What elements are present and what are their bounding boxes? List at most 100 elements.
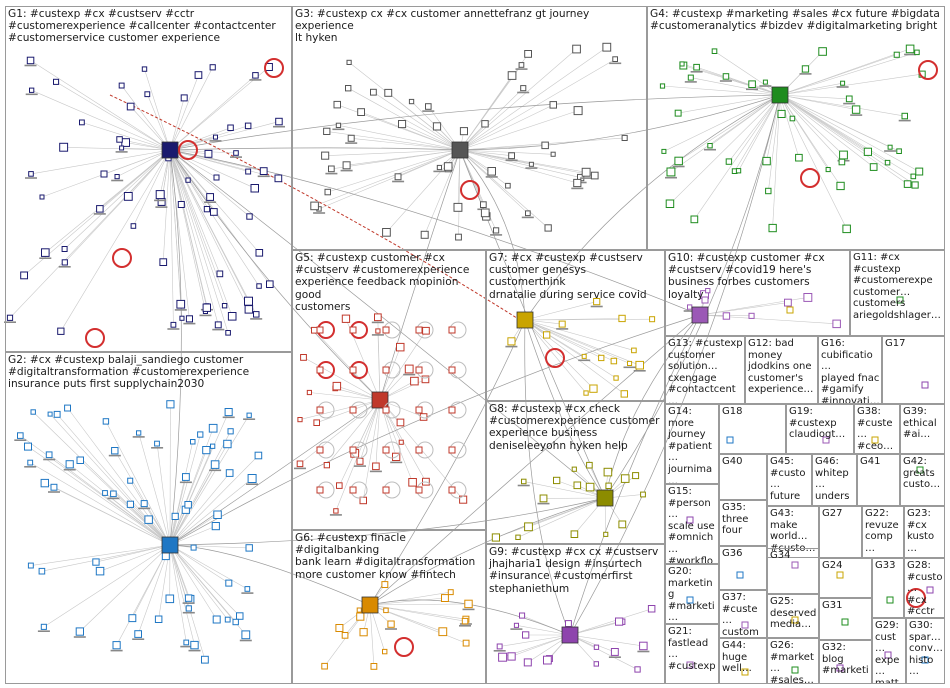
- node: [910, 173, 917, 180]
- node: [26, 56, 35, 65]
- edge: [369, 603, 469, 606]
- edge: [351, 138, 461, 151]
- node-caption: [369, 470, 382, 473]
- node: [573, 481, 582, 490]
- edge: [169, 121, 280, 151]
- edge: [779, 94, 857, 110]
- edge: [169, 149, 249, 302]
- node: [225, 469, 234, 477]
- edge: [459, 46, 607, 151]
- edge: [459, 149, 578, 184]
- node: [236, 612, 244, 620]
- node: [508, 152, 516, 160]
- node: [79, 119, 85, 126]
- node: [825, 167, 831, 173]
- node: [448, 326, 456, 334]
- node: [661, 148, 667, 154]
- edge: [169, 149, 250, 310]
- edge: [55, 81, 171, 151]
- group-label-g44: G44: huge well…: [722, 640, 752, 675]
- node: [349, 406, 357, 414]
- group-label-g14: G14: more journey #patient… journima…: [668, 406, 713, 484]
- node-caption: [517, 91, 530, 94]
- group-label-g17: G17: [885, 338, 906, 349]
- node: [686, 516, 694, 524]
- edge: [116, 544, 171, 646]
- edge: [495, 497, 606, 538]
- edge: [379, 330, 427, 401]
- group-g45: G45: #custo… future…: [767, 454, 812, 506]
- node: [840, 80, 846, 86]
- node: [210, 443, 216, 449]
- node: [539, 494, 548, 503]
- node: [603, 531, 609, 537]
- node: [420, 230, 429, 239]
- edge: [169, 149, 260, 287]
- node: [905, 44, 915, 54]
- node-caption: [110, 649, 123, 652]
- edge: [779, 94, 914, 177]
- node: [321, 151, 330, 160]
- node: [316, 446, 324, 454]
- node: [722, 312, 731, 320]
- node-caption: [392, 180, 405, 183]
- node: [384, 88, 393, 97]
- node: [491, 533, 500, 542]
- node: [822, 436, 830, 444]
- edge: [459, 58, 616, 151]
- node-caption: [608, 656, 621, 658]
- group-label-g20: G20: marketing #marketi… #custexp…: [668, 566, 715, 624]
- group-label-g7: G7: #cx #custexp #custserv customer gene…: [489, 252, 647, 301]
- node: [342, 161, 351, 170]
- node: [382, 228, 391, 237]
- node: [61, 246, 68, 252]
- node: [581, 353, 587, 359]
- edge: [169, 149, 271, 285]
- node: [408, 98, 415, 105]
- node: [618, 520, 627, 529]
- node: [123, 192, 133, 201]
- edge: [369, 604, 466, 620]
- inter-group-edge: [169, 147, 461, 151]
- node: [480, 201, 487, 209]
- edge: [20, 435, 171, 546]
- node: [553, 476, 561, 485]
- node: [921, 656, 929, 664]
- edge: [121, 85, 171, 151]
- hub-node: [361, 596, 379, 614]
- edge: [314, 149, 461, 207]
- node-caption: [239, 639, 252, 642]
- node-caption: [515, 68, 528, 70]
- node-caption: [313, 212, 326, 214]
- node: [95, 566, 105, 576]
- node-caption: [462, 608, 475, 611]
- node-caption: [371, 334, 384, 336]
- node: [65, 460, 74, 469]
- group-label-g11: G11: #cx #custexp #customerexpe customer…: [853, 252, 941, 321]
- group-g10: G10: #custexp customer #cx #custserv #co…: [665, 250, 850, 336]
- node: [523, 658, 532, 667]
- node: [190, 544, 197, 551]
- node: [341, 632, 349, 639]
- node-caption: [14, 439, 27, 441]
- node: [525, 210, 531, 217]
- node: [126, 102, 135, 111]
- edge: [169, 449, 207, 546]
- node: [246, 213, 253, 220]
- node: [118, 82, 125, 89]
- node: [382, 446, 390, 454]
- node-caption: [4, 321, 16, 323]
- node: [300, 354, 307, 361]
- node: [464, 599, 473, 609]
- node-caption: [354, 465, 366, 467]
- group-label-g34: G34: [770, 550, 791, 561]
- node: [114, 174, 120, 180]
- group-g9: G9: #custexp #cx cx #custserv jhajharia1…: [486, 544, 665, 684]
- node: [593, 644, 600, 650]
- node: [441, 594, 449, 602]
- group-g32: G32: blog #marketi…: [819, 640, 872, 684]
- node-caption: [578, 359, 591, 362]
- node: [791, 616, 799, 624]
- hub-node: [596, 489, 614, 507]
